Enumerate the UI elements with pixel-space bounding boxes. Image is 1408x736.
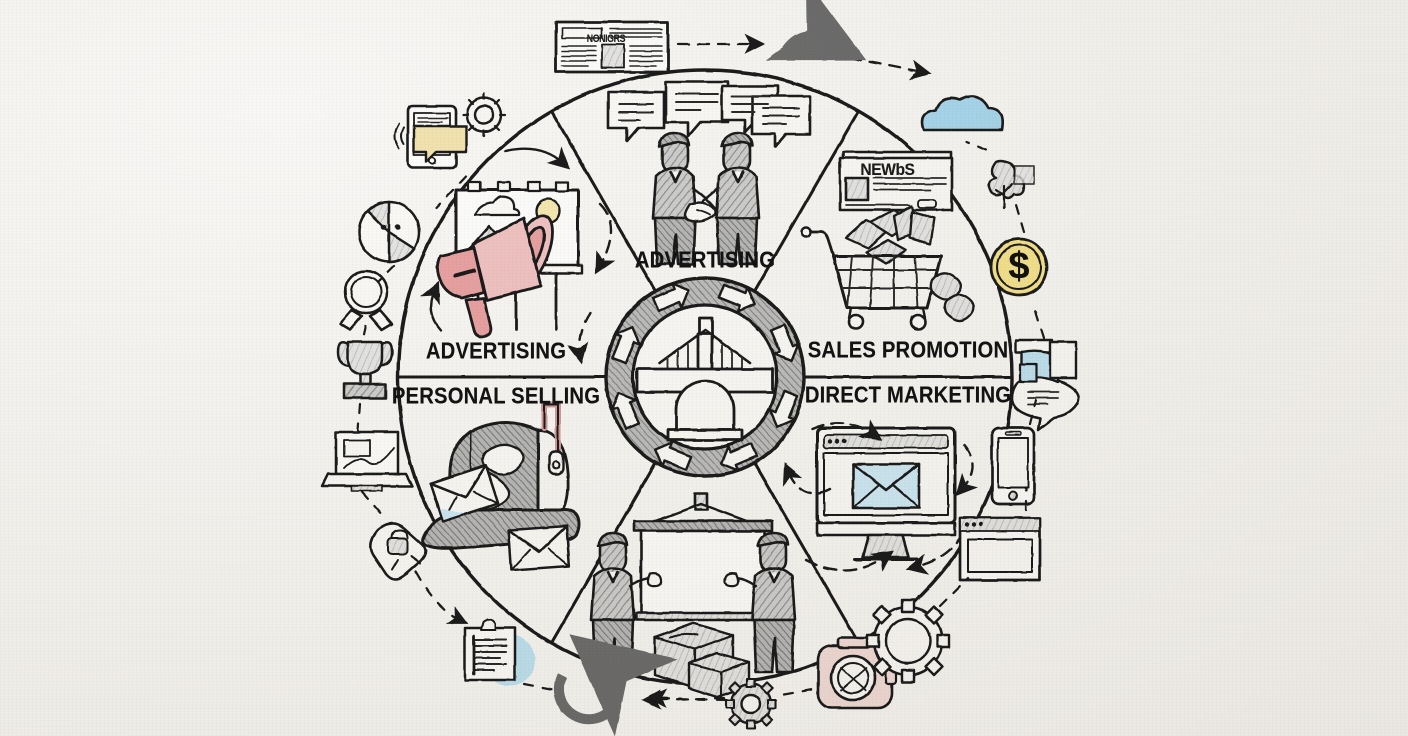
newspaper-headline-masthead-text: NONIGRS	[586, 33, 626, 45]
segment-label-advertising-left: ADVERTISING	[425, 337, 567, 364]
segment-label-advertising-top: ADVERTISING	[634, 246, 776, 273]
tablet-message-icon	[394, 104, 468, 170]
segment-label-sales-promotion: SALES PROMOTION	[807, 336, 1009, 363]
monitor-with-email-icon	[815, 426, 957, 561]
billboard-with-megaphone-icon	[436, 180, 584, 338]
tree-icon	[987, 159, 1035, 210]
refresh-loop-arrow-icon	[553, 634, 679, 736]
gear-small-icon	[724, 677, 778, 731]
newspaper-stack-masthead-text: NEWbS	[860, 160, 915, 179]
gear-icon	[461, 92, 507, 138]
segment-label-direct-marketing: DIRECT MARKETING	[804, 381, 1012, 408]
documents-stack-icon	[1014, 338, 1078, 384]
speech-bubble-icon	[1010, 376, 1080, 432]
center-hub	[604, 276, 806, 478]
curved-arrow-icon	[765, 0, 867, 61]
pie-chart-icon	[357, 200, 421, 264]
trophy-award-icon	[336, 340, 394, 400]
padlock-tag-icon	[369, 522, 427, 581]
smartphone-icon	[990, 426, 1036, 506]
newspaper-headline-icon	[554, 20, 670, 74]
cloud-icon	[921, 95, 1004, 132]
browser-window-icon	[958, 516, 1042, 582]
dollar-sign-glyph: $	[1008, 245, 1030, 288]
presentation-board-with-two-presenters-icon	[589, 492, 797, 700]
clipboard-document-icon	[463, 618, 535, 686]
handshake-with-speech-bubbles-icon	[606, 80, 812, 266]
gear-large-icon	[865, 598, 951, 684]
magnifier-search-icon	[338, 269, 394, 332]
mailbox-with-letters-icon	[421, 401, 581, 572]
segment-label-personal-selling: PERSONAL SELLING	[391, 382, 601, 409]
laptop-chart-icon	[320, 430, 414, 492]
